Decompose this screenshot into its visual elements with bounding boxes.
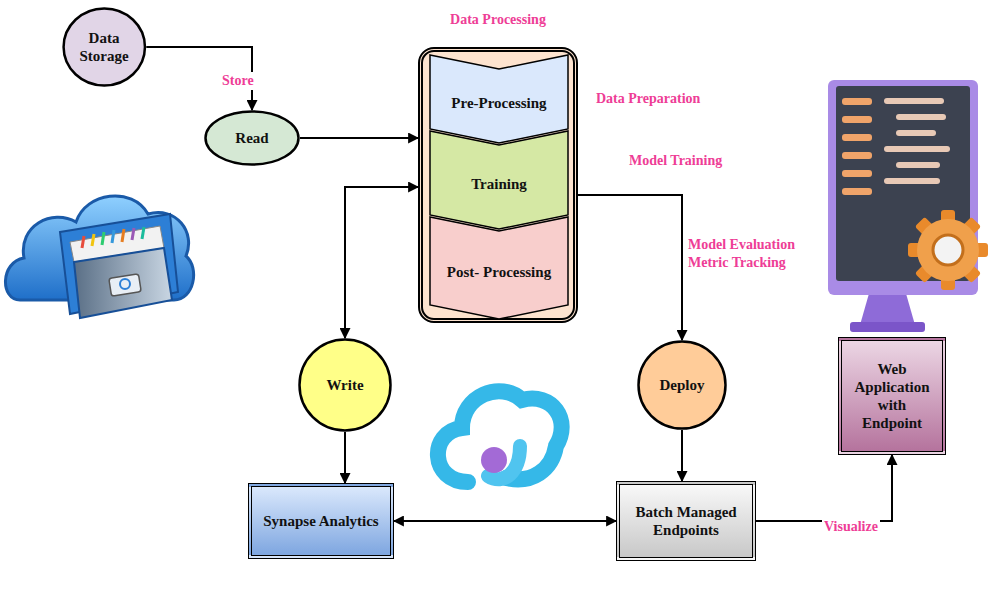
service-box: Batch Managed Endpoints [616,481,756,561]
ellipse-fill [206,112,299,165]
azure-ml-logo [438,391,562,482]
ellipse-fill [639,342,726,429]
write-circle: Write [298,338,392,432]
step-note: Model Training [627,152,724,170]
node-label: Write [326,376,363,394]
cloud-cabinet-icon [5,196,193,318]
deploy-circle: Deploy [637,340,727,430]
chevron-fill [430,217,568,319]
processing-container: Data ProcessingPre-ProcessingTrainingPos… [418,47,578,323]
group-heading: Data Processing [403,12,593,29]
flow-arrow [345,187,418,338]
node-label: Web Application with Endpoint [852,360,932,432]
flow-arrow [756,455,892,521]
node-label: Data Storage [75,29,133,65]
storage-circle: Data Storage [62,7,147,87]
node-label: Training [471,175,527,193]
step-note: Data Preparation [594,90,702,108]
node-label: Pre-Processing [451,94,546,112]
web-app-monitor-icon [828,80,988,332]
step-note: Model Evaluation Metric Tracking [686,236,820,271]
flow-arrow [300,137,418,139]
flow-arrow [578,195,682,340]
node-label: Batch Managed Endpoints [628,503,744,539]
node-label: Read [235,129,268,147]
ellipse-outline [62,7,147,87]
edge-label: Store [220,72,256,90]
node-label: Post- Processing [447,263,551,281]
chevron-fill [430,55,568,143]
node-label: Deploy [660,376,705,394]
ellipse-fill [63,9,144,86]
node-label: Synapse Analytics [263,512,378,530]
flow-arrow [394,520,616,522]
read-ellipse: Read [204,110,300,166]
ellipse-fill [300,340,391,431]
stage-band: Training [429,130,569,230]
chevron-fill [430,131,568,229]
stage-band: Post- Processing [429,216,569,320]
service-box: Synapse Analytics [248,483,394,559]
app-box: Web Application with Endpoint [838,337,946,455]
flow-arrow [681,430,683,481]
stage-band: Pre-Processing [429,54,569,144]
edge-label: Visualize [822,518,880,536]
flow-arrow [344,432,346,483]
